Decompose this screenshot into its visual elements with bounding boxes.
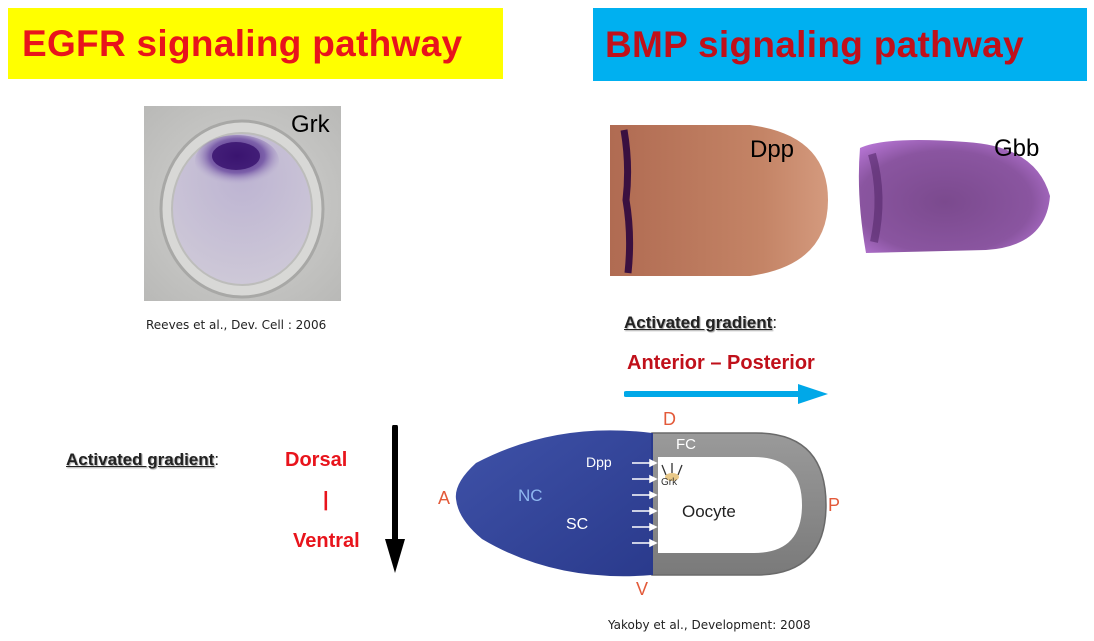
gradient-ventral: Ventral: [293, 530, 360, 552]
diagram-label-a: A: [438, 488, 450, 508]
dpp-stain-image: Dpp: [610, 125, 828, 276]
dpp-image-label: Dpp: [750, 136, 794, 163]
gradient-separator: |: [323, 489, 329, 511]
egfr-title: EGFR signaling pathway: [22, 22, 463, 64]
diagram-label-sc: SC: [566, 516, 588, 533]
egfr-gradient-colon: :: [214, 450, 220, 469]
diagram-label-dpp: Dpp: [586, 454, 612, 470]
bmp-gradient-label: Activated gradient: [624, 313, 773, 332]
grk-image-label: Grk: [291, 111, 331, 138]
bmp-title-banner: BMP signaling pathway: [593, 8, 1087, 81]
dorsal-ventral-arrow: [384, 424, 406, 575]
bmp-title: BMP signaling pathway: [605, 23, 1024, 65]
diagram-label-d: D: [663, 409, 676, 429]
grk-egg-chamber-image: Grk: [144, 106, 341, 301]
gbb-image-label: Gbb: [994, 136, 1039, 162]
diagram-label-nc: NC: [518, 486, 543, 505]
gbb-stain-image: Gbb: [856, 135, 1052, 253]
diagram-label-v: V: [636, 579, 648, 599]
bmp-gradient-heading: Activated gradient:: [624, 313, 777, 333]
diagram-label-p: P: [828, 495, 840, 515]
egg-chamber-diagram: D V A P FC Dpp Grk NC SC Oocyte: [436, 403, 846, 609]
bmp-gradient-direction: Anterior – Posterior: [627, 352, 815, 374]
egfr-title-banner: EGFR signaling pathway: [8, 8, 503, 79]
diagram-label-fc: FC: [676, 436, 696, 453]
egfr-gradient-label: Activated gradient: [66, 450, 215, 469]
diagram-label-grk: Grk: [661, 477, 678, 488]
diagram-label-oocyte: Oocyte: [682, 502, 736, 521]
diagram-reference: Yakoby et al., Development: 2008: [608, 618, 811, 632]
anterior-posterior-arrow: [623, 383, 830, 405]
egfr-gradient-heading: Activated gradient:: [66, 450, 219, 470]
bmp-gradient-colon: :: [772, 313, 778, 332]
gradient-dorsal: Dorsal: [285, 449, 348, 471]
egfr-reference: Reeves et al., Dev. Cell : 2006: [146, 318, 327, 332]
